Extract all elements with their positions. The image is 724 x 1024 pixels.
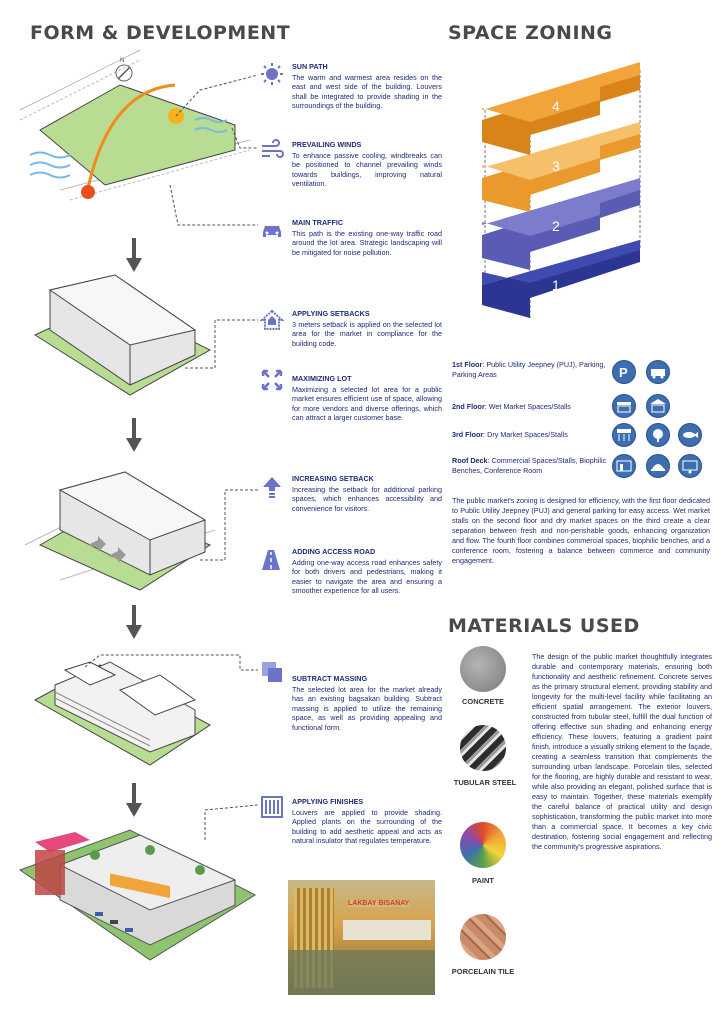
floor-text: : Public Utility Jeepney (PUJ), Parking,…: [452, 360, 606, 379]
form-development-heading: FORM & DEVELOPMENT: [30, 22, 291, 44]
floor-number-4: 4: [552, 98, 560, 114]
facade-band: [343, 920, 431, 940]
step-text: Increasing the setback for additional pa…: [292, 484, 442, 513]
market-signage: LAKBAY BISANAY: [348, 900, 410, 907]
material-label-concrete: CONCRETE: [461, 697, 505, 706]
road-icon: [262, 550, 280, 570]
site-lot-diagram: N: [19, 49, 251, 201]
floor-number-1: 1: [552, 277, 560, 293]
leader-lines: [84, 74, 259, 840]
step-main-traffic: MAIN TRAFFIC This path is the existing o…: [292, 218, 442, 257]
step-title: INCREASING SETBACK: [292, 474, 374, 483]
floor-number-2: 2: [552, 218, 560, 234]
step-title: APPLYING FINISHES: [292, 797, 364, 806]
step-text: To enhance passive cooling, windbreaks c…: [292, 150, 442, 189]
sun-icon: [261, 63, 283, 85]
setback-icon: [260, 309, 284, 330]
floor-text: : Commercial Spaces/Stalls, Biophilic Be…: [452, 456, 607, 475]
legend-3rd-floor: 3rd Floor: Dry Market Spaces/Stalls: [452, 430, 612, 440]
access-road-diagram: [24, 471, 216, 591]
fish-icon: [678, 423, 702, 447]
step-title: MAXIMIZING LOT: [292, 374, 352, 383]
step-sun-path: SUN PATH The warm and warmest area resid…: [292, 62, 442, 111]
svg-text:P: P: [619, 365, 628, 380]
zoning-paragraph: The public market's zoning is designed f…: [452, 496, 710, 565]
floor-label: 1st Floor: [452, 360, 483, 369]
floor-label: 3rd Floor: [452, 430, 484, 439]
step-maximizing-lot: MAXIMIZING LOT Maximizing a selected lot…: [292, 374, 442, 423]
floor-label: Roof Deck: [452, 456, 488, 465]
stall-icon: [646, 394, 670, 418]
produce-icon: [646, 423, 670, 447]
step-title: PREVAILING WINDS: [292, 140, 362, 149]
step-text: The warm and warmest area resides on the…: [292, 72, 442, 111]
step-text: This path is the existing one-way traffi…: [292, 228, 442, 257]
maximize-icon: [261, 369, 283, 391]
legend-2nd-floor: 2nd Floor: Wet Market Spaces/Stalls: [452, 402, 612, 412]
floor-label: 2nd Floor: [452, 402, 485, 411]
bench-icon: [646, 454, 670, 478]
step-title: MAIN TRAFFIC: [292, 218, 344, 227]
material-label-paint: PAINT: [472, 876, 494, 885]
svg-text:N: N: [120, 58, 124, 64]
setback-diagram: [33, 274, 212, 396]
tubular-steel-swatch: [460, 725, 506, 771]
space-zoning-heading: SPACE ZONING: [448, 22, 613, 44]
step-title: SUN PATH: [292, 62, 328, 71]
dry-market-icon: [612, 423, 636, 447]
floor-number-3: 3: [552, 158, 560, 174]
final-render-diagram: [18, 829, 257, 961]
step-increasing-setback: INCREASING SETBACK Increasing the setbac…: [292, 474, 442, 513]
material-label-porcelain-tile: PORCELAIN TILE: [451, 967, 515, 976]
step-title: ADDING ACCESS ROAD: [292, 547, 376, 556]
street-level: [288, 950, 435, 995]
car-icon: [263, 226, 281, 237]
floor-text: : Wet Market Spaces/Stalls: [484, 402, 571, 411]
subtract-icon: [262, 662, 282, 682]
paint-swatch: [460, 822, 506, 868]
subtract-massing-diagram: [33, 661, 211, 766]
floor-text: : Dry Market Spaces/Stalls: [483, 430, 568, 439]
legend-roof-deck: Roof Deck: Commercial Spaces/Stalls, Bio…: [452, 456, 612, 476]
step-text: The selected lot area for the market alr…: [292, 684, 442, 732]
materials-paragraph: The design of the public market thoughtf…: [532, 652, 712, 851]
step-applying-finishes: APPLYING FINISHES Louvers are applied to…: [292, 797, 442, 846]
porcelain-tile-swatch: [460, 914, 506, 960]
up-arrow-icon: [263, 477, 281, 498]
wind-icon: [262, 139, 284, 158]
step-adding-access-road: ADDING ACCESS ROAD Adding one-way access…: [292, 547, 442, 596]
commercial-icon: [612, 454, 636, 478]
step-text: 3 meters setback is applied on the selec…: [292, 319, 442, 348]
materials-heading: MATERIALS USED: [448, 615, 640, 637]
conference-icon: [678, 454, 702, 478]
wet-market-icon: [612, 394, 636, 418]
finishes-photo: LAKBAY BISANAY: [288, 880, 435, 995]
zoning-stack: [482, 62, 641, 320]
step-text: Adding one-way access road enhances safe…: [292, 557, 442, 596]
jeepney-icon: [646, 360, 670, 384]
step-title: APPLYING SETBACKS: [292, 309, 370, 318]
legend-1st-floor: 1st Floor: Public Utility Jeepney (PUJ),…: [452, 360, 612, 380]
louver-icon: [261, 796, 283, 818]
step-subtract-massing: SUBTRACT MASSING The selected lot area f…: [292, 674, 442, 733]
material-label-tubular-steel: TUBULAR STEEL: [453, 778, 517, 787]
parking-icon: P: [612, 360, 636, 384]
step-text: Maximizing a selected lot area for a pub…: [292, 384, 442, 423]
concrete-swatch: [460, 646, 506, 692]
step-title: SUBTRACT MASSING: [292, 674, 368, 683]
step-prevailing-winds: PREVAILING WINDS To enhance passive cool…: [292, 140, 442, 189]
step-text: Louvers are applied to provide shading. …: [292, 807, 442, 846]
step-applying-setbacks: APPLYING SETBACKS 3 meters setback is ap…: [292, 309, 442, 348]
